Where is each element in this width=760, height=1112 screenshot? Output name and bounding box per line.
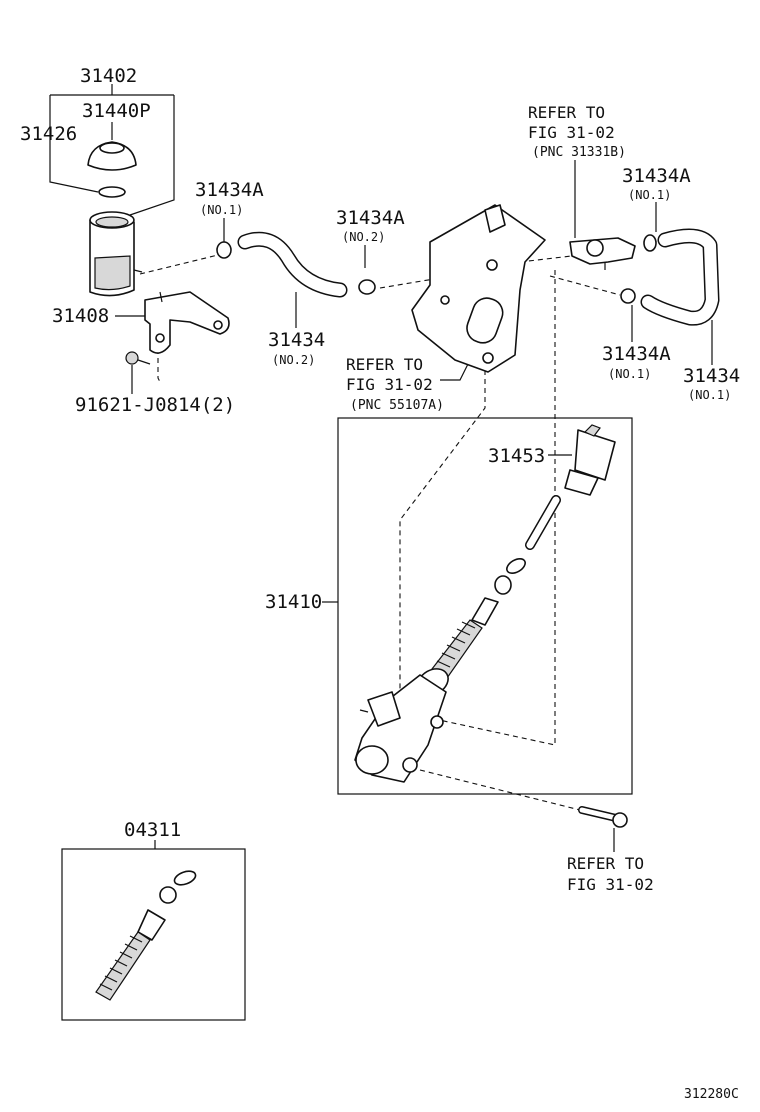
push-rod-icon	[471, 495, 561, 626]
label-31434a-left-sub: (NO.1)	[200, 203, 243, 217]
label-31434a-right-top: 31434A	[622, 165, 691, 187]
label-31434a-left: 31434A	[195, 179, 264, 201]
hose-icon-no1	[640, 228, 720, 326]
label-04311: 04311	[124, 819, 181, 841]
label-31434a-right-bottom-sub: (NO.1)	[608, 367, 651, 381]
label-31408: 31408	[52, 305, 109, 327]
label-31453: 31453	[488, 445, 545, 467]
bolt-icon-91621	[125, 351, 151, 365]
repair-kit-box	[61, 848, 246, 1021]
refer-fig-label-mid: FIG 31-02	[346, 375, 433, 394]
bolt-icon-bottom	[578, 806, 628, 828]
refer-to-label-top: REFER TO	[528, 103, 605, 122]
label-31434a-mid: 31434A	[336, 207, 405, 229]
pedal-bracket-icon	[411, 204, 546, 373]
reservoir-cap-icon	[87, 141, 137, 198]
label-31434a-mid-sub: (NO.2)	[342, 230, 385, 244]
label-31434a-right-bottom: 31434A	[602, 343, 671, 365]
reservoir-tank-icon	[89, 211, 143, 297]
label-31440p: 31440P	[82, 100, 151, 122]
union-fitting-icon	[569, 237, 636, 270]
label-31426: 31426	[20, 123, 77, 145]
reservoir-bracket-icon	[144, 291, 230, 354]
refer-to-label-mid: REFER TO	[346, 355, 423, 374]
repair-kit-icon	[95, 870, 197, 1001]
label-31434-no2: 31434	[268, 329, 325, 351]
label-31402: 31402	[80, 65, 137, 87]
refer-pnc-label-mid: (PNC 55107A)	[350, 398, 444, 413]
refer-pnc-label-top: (PNC 31331B)	[532, 145, 626, 160]
refer-fig-label-top: FIG 31-02	[528, 123, 615, 142]
refer-to-label-bottom: REFER TO	[567, 854, 644, 873]
hose-icon-no2	[237, 231, 348, 298]
label-31434a-right-top-sub: (NO.1)	[628, 188, 671, 202]
master-cylinder-group-box	[337, 417, 633, 795]
label-31410: 31410	[265, 591, 322, 613]
label-31434-no1: 31434	[683, 365, 740, 387]
hose-clamp-icon	[216, 234, 657, 304]
leader-lines	[49, 84, 713, 849]
diagram-code: 312280C	[684, 1087, 739, 1102]
label-91621: 91621-J0814(2)	[75, 394, 235, 416]
refer-fig-label-bottom: FIG 31-02	[567, 875, 654, 894]
label-31434-no1-sub: (NO.1)	[688, 388, 731, 402]
push-rod-connector-icon	[564, 424, 616, 496]
label-31434-no2-sub: (NO.2)	[272, 353, 315, 367]
clutch-master-cylinder-icon	[354, 668, 449, 783]
